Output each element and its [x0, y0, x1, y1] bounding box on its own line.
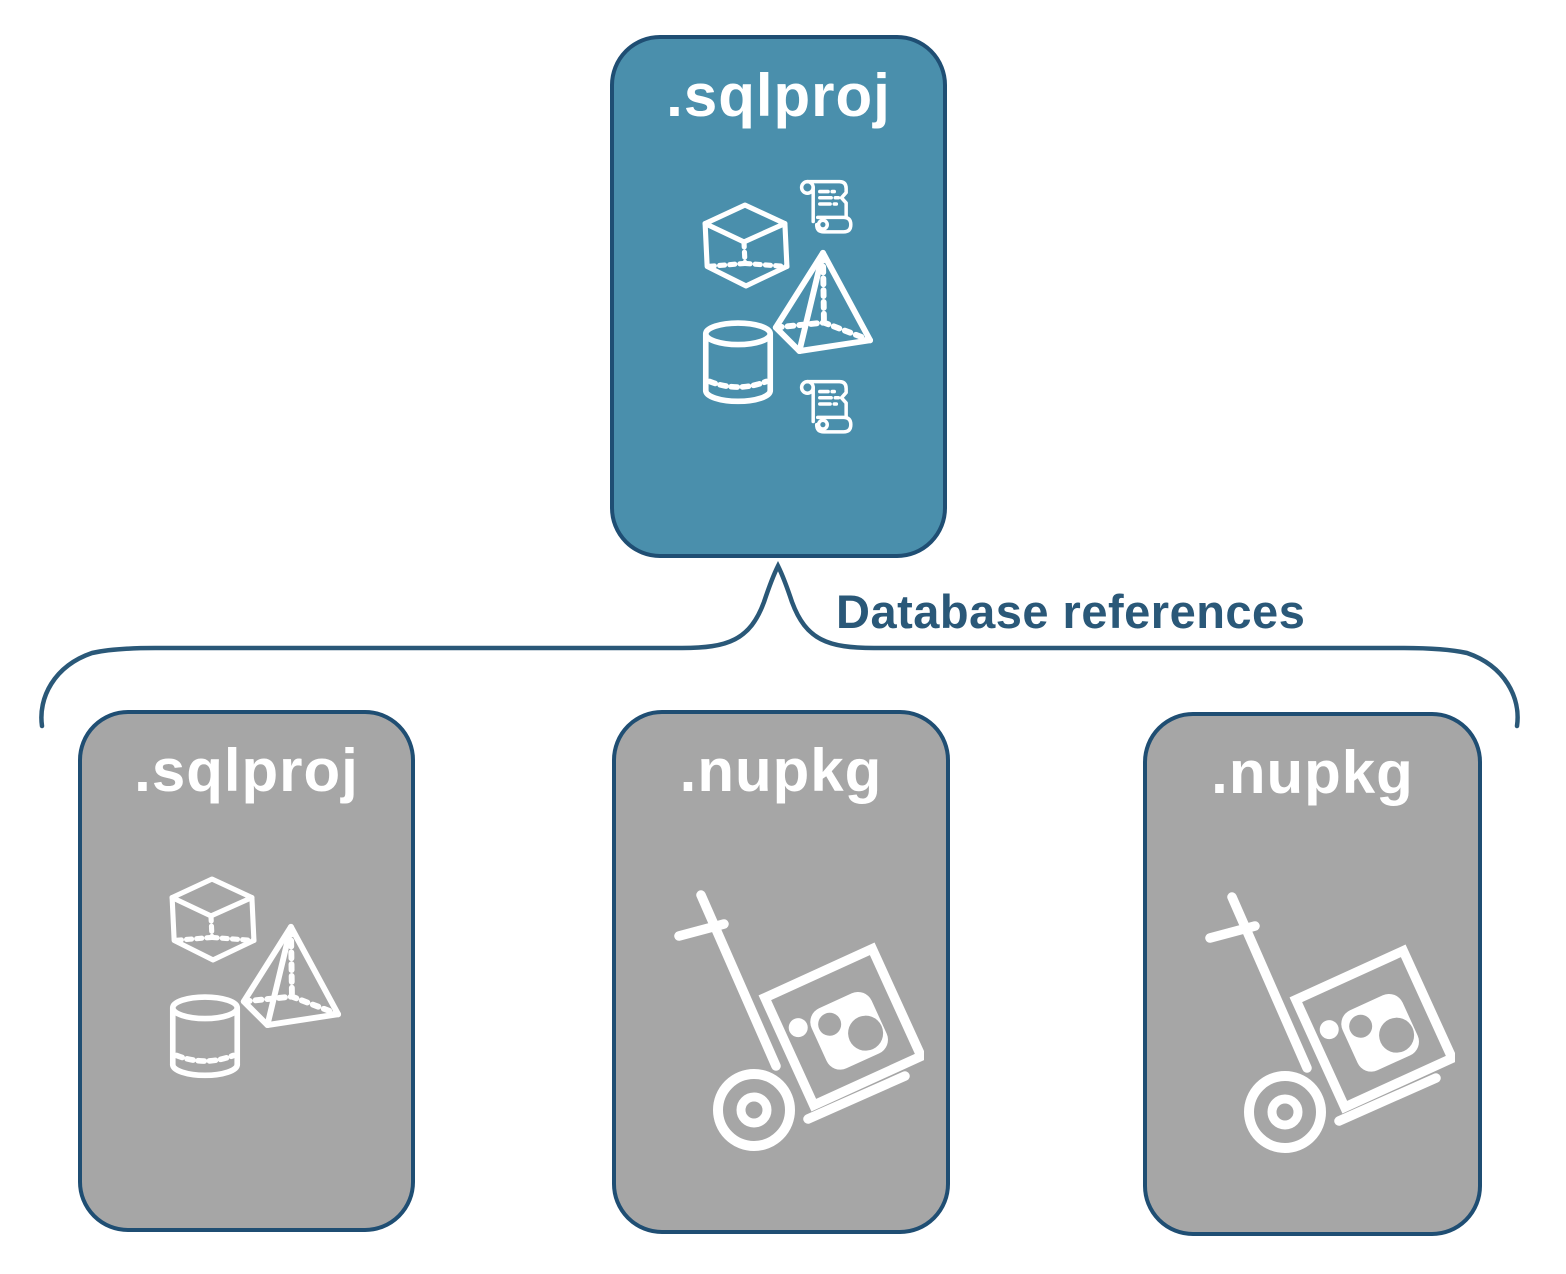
node-title: .nupkg	[679, 737, 883, 804]
node-sqlproj-reference: .sqlproj	[78, 710, 415, 1232]
node-nupkg-reference-1: .nupkg	[612, 710, 950, 1234]
pyramid-icon	[766, 245, 876, 355]
cylinder-icon	[702, 320, 774, 408]
hand-truck-package-icon	[1205, 874, 1455, 1166]
pyramid-icon	[234, 919, 344, 1029]
node-nupkg-reference-2: .nupkg	[1143, 712, 1482, 1236]
node-title: .sqlproj	[666, 62, 891, 129]
node-title: .nupkg	[1211, 739, 1414, 806]
node-sqlproj-main: .sqlproj	[610, 35, 947, 558]
connector-label: Database references	[836, 585, 1306, 638]
node-title: .sqlproj	[134, 737, 359, 804]
cylinder-icon	[169, 994, 241, 1082]
scroll-icon	[797, 174, 855, 236]
hand-truck-package-icon	[674, 872, 924, 1164]
scroll-icon	[797, 374, 855, 436]
